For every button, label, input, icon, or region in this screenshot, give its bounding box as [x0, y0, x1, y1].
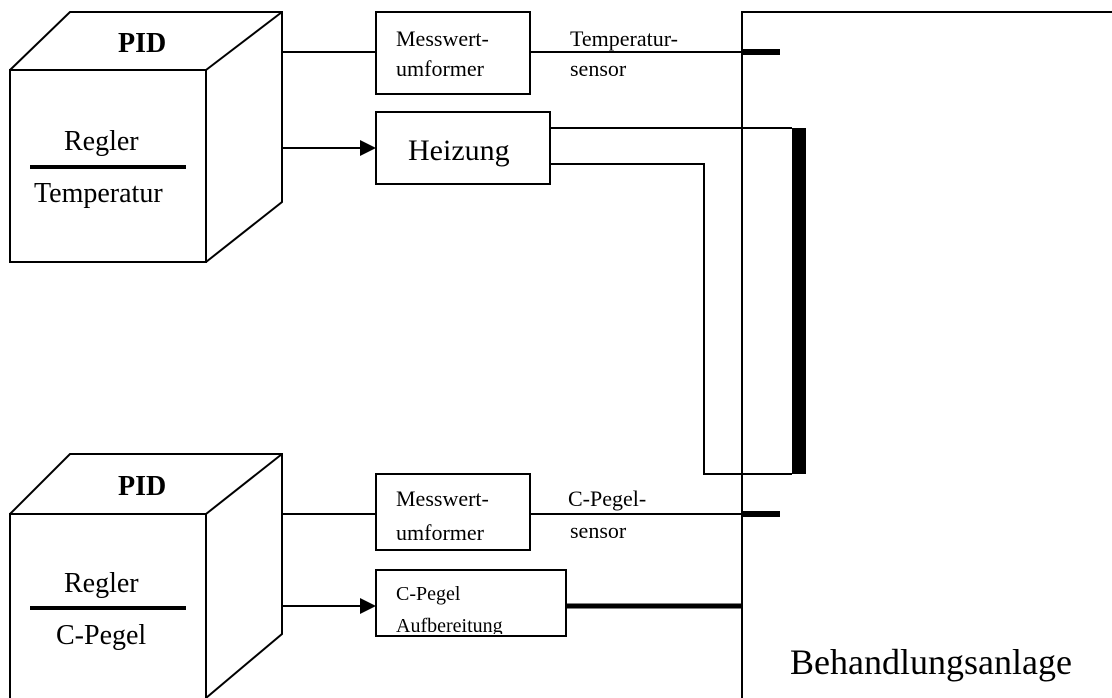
pid-temperature-cube [9, 11, 283, 263]
aufbereitung-line2: Aufbereitung [396, 616, 503, 634]
messwert-bottom-line2: umformer [396, 520, 484, 545]
messwert-bottom-line1: Messwert- [396, 486, 489, 511]
pid-cpegel-regler-label: Regler [64, 568, 139, 599]
pid-cpegel-cube [9, 453, 283, 698]
cpegel-sensor-line2: sensor [570, 518, 627, 543]
messwert-top-line1: Messwert- [396, 26, 489, 51]
aufbereitung-arrowhead [360, 598, 376, 614]
pid-temperature-title: PID [118, 28, 167, 59]
pid-temperature-controlled-variable: Temperatur [34, 178, 163, 209]
pid-cpegel-controlled-variable: C-Pegel [56, 620, 147, 651]
messwert-top-box [375, 11, 531, 95]
heizung-label: Heizung [408, 134, 510, 167]
pid-cpegel-title: PID [118, 471, 167, 502]
cpegel-aufbereitung-box [375, 569, 567, 637]
aufbereitung-line1: C-Pegel [396, 583, 461, 605]
heizung-return-line [550, 163, 792, 475]
heating-element [792, 128, 806, 474]
heizung-arrowhead [360, 140, 376, 156]
temperatur-sensor-line1: Temperatur- [570, 26, 678, 51]
cpegel-sensor-line1: C-Pegel- [568, 486, 647, 511]
pid-temperature-regler-label: Regler [64, 126, 139, 157]
temperatur-sensor-line2: sensor [570, 56, 627, 81]
plant-boundary [741, 11, 1112, 698]
messwert-top-line2: umformer [396, 56, 484, 81]
plant-label: Behandlungsanlage [790, 642, 1072, 682]
messwert-bottom-box [375, 473, 531, 551]
